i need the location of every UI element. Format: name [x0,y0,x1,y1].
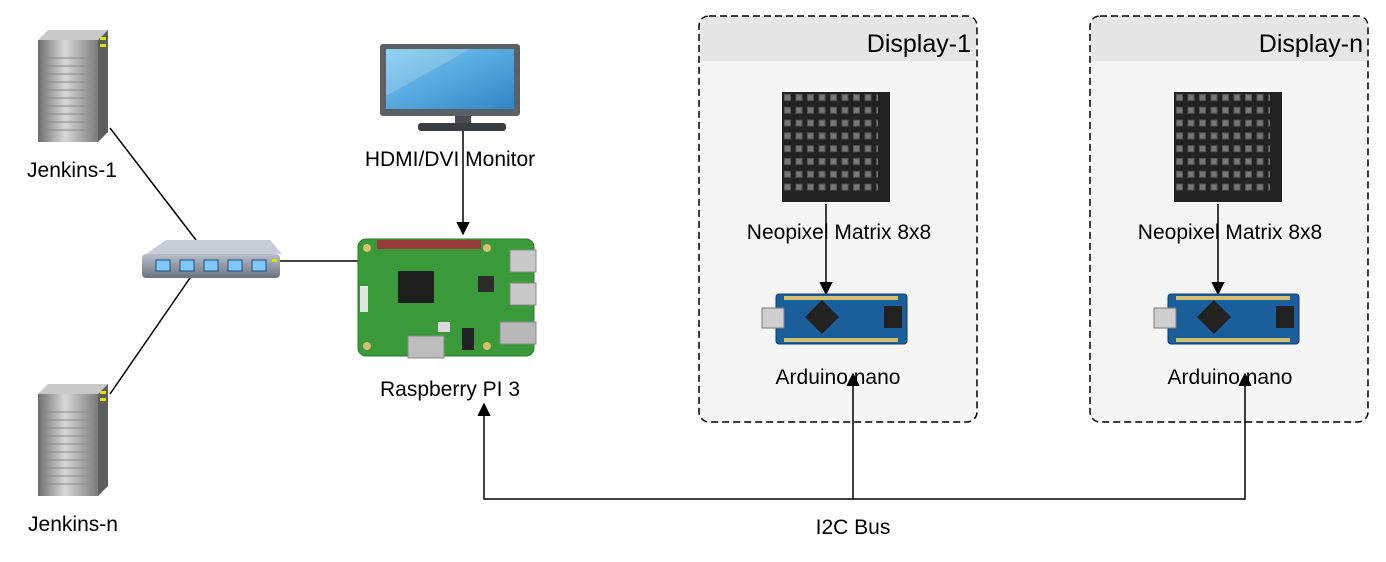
link-jenkins-1-switch [109,127,197,241]
matrix-label: Neopixel Matrix 8x8 [1138,221,1322,244]
jenkins-n-node: Jenkins-n [28,384,118,536]
raspberry-node: Raspberry PI 3 [357,238,537,401]
monitor-icon [380,44,520,131]
arduino-nano-icon [761,293,908,345]
display-group-title: Display-n [1259,30,1363,58]
connections [109,110,1252,500]
display-group-title: Display-1 [867,30,971,58]
arduino-nano-icon [1153,293,1300,345]
led-matrix-icon [782,92,890,202]
jenkins-1-label: Jenkins-1 [27,159,117,182]
raspberry-pi-board-icon [357,238,537,359]
arduino-label: Arduino nano [1168,366,1293,389]
server-icon [38,30,108,142]
display-n-matrix: Neopixel Matrix 8x8 [1138,92,1322,244]
led-matrix-icon [1174,92,1282,202]
jenkins-n-label: Jenkins-n [28,513,118,536]
arduino-label: Arduino nano [776,366,901,389]
display-n-arduino: Arduino nano [1153,293,1300,389]
link-jenkins-n-switch [109,277,191,395]
jenkins-1-node: Jenkins-1 [27,30,117,182]
display-group-1: Display-1 [698,15,978,423]
matrix-label: Neopixel Matrix 8x8 [747,221,931,244]
i2c-bus-to-arduino-n [853,372,1252,500]
display-1-matrix: Neopixel Matrix 8x8 [747,92,931,244]
display-1-arduino: Arduino nano [761,293,908,389]
monitor-label: HDMI/DVI Monitor [365,148,535,171]
i2c-bus-to-raspberry [477,402,854,500]
raspberry-label: Raspberry PI 3 [380,378,520,401]
monitor-node: HDMI/DVI Monitor [365,44,535,171]
server-icon [38,384,108,496]
display-group-n: Display-n [1089,15,1369,423]
i2c-bus-label: I2C Bus [816,516,891,539]
network-switch-icon [142,240,282,278]
